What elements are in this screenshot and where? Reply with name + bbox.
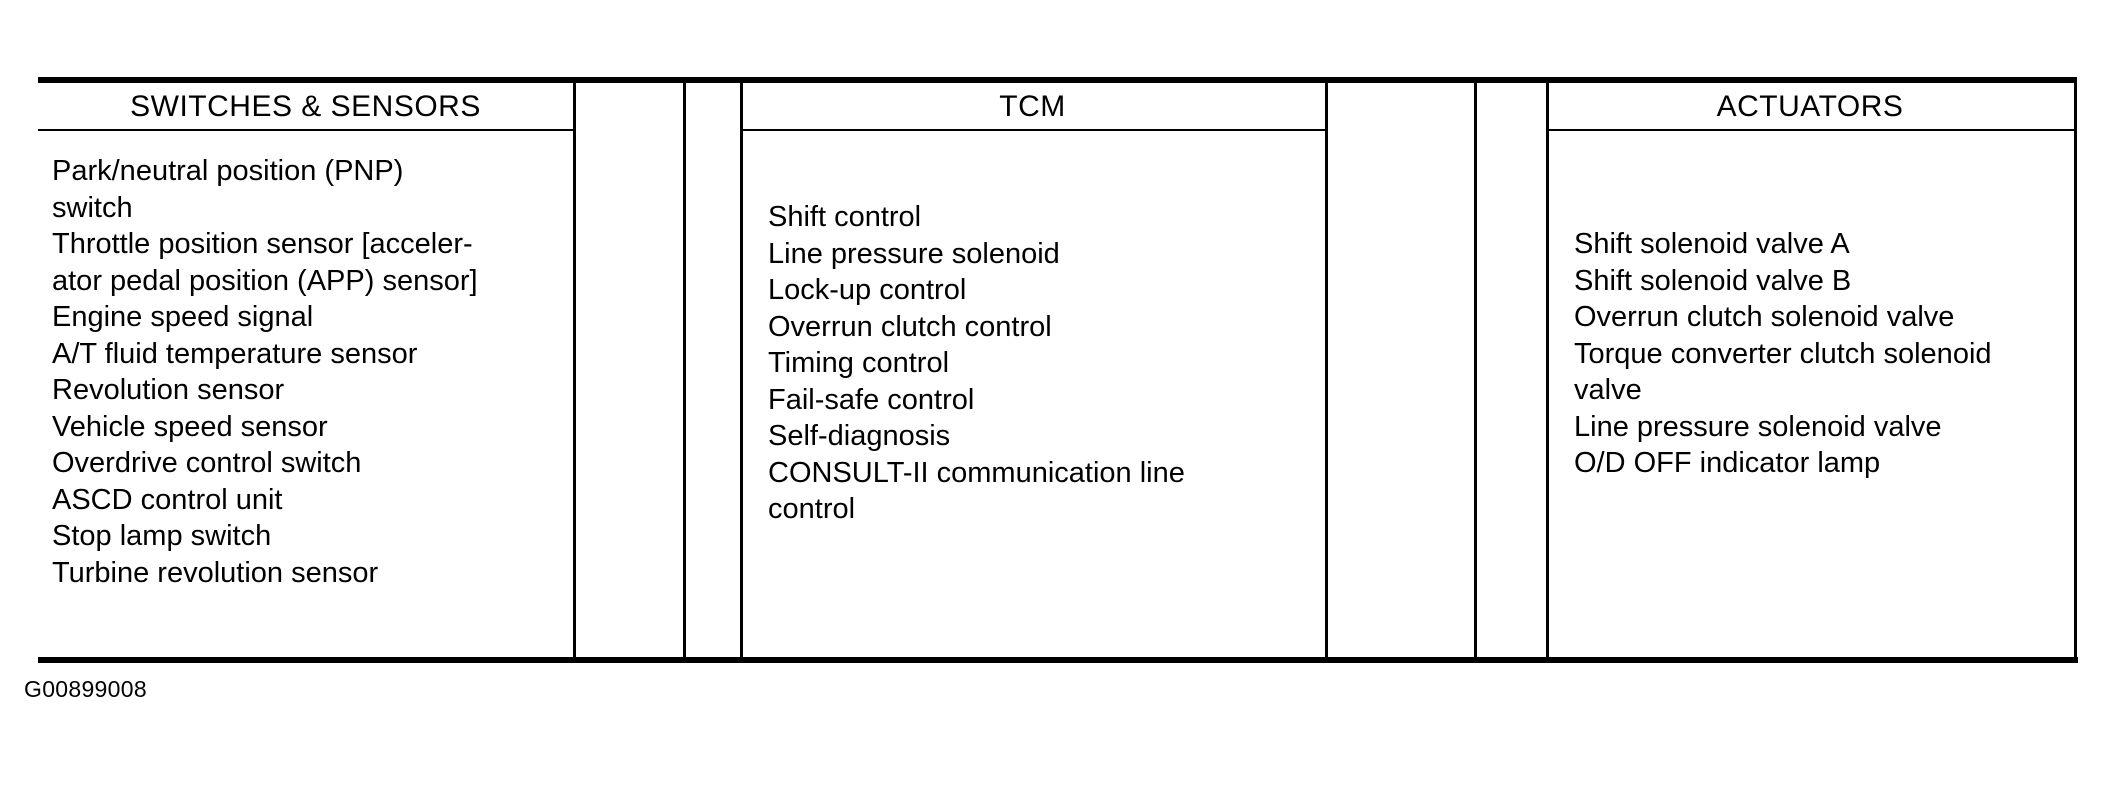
divider-gap2-right (1474, 83, 1477, 658)
list-item: ASCD control unit (52, 483, 283, 516)
list-item: Turbine revolution sensor (52, 556, 379, 589)
list-item: Fail-safe control (768, 383, 975, 416)
column-actuators: ACTUATORS Shift solenoid valve A Shift s… (1546, 83, 2074, 658)
list-item: Vehicle speed sensor (52, 410, 328, 443)
list-item: Lock-up control (768, 274, 967, 306)
list-item: Line pressure solenoid valve (1574, 410, 1942, 443)
list-item: Self-diagnosis (768, 420, 951, 452)
list-item: Torque converter clutch solenoid valve (1574, 337, 1992, 407)
divider-switches-right (573, 83, 576, 658)
divider-actuators-right (2074, 83, 2077, 658)
bottom-rule (38, 657, 2078, 663)
top-rule (38, 77, 2077, 83)
list-item: Timing control (768, 347, 950, 379)
column-header-tcm: TCM (740, 83, 1325, 131)
list-item: Overdrive control switch (52, 447, 362, 479)
list-item: Shift solenoid valve A (1574, 228, 1850, 260)
column-header-switches-sensors: SWITCHES & SENSORS (38, 83, 573, 131)
list-item: CONSULT-II communication line control (768, 456, 1185, 526)
column-body-actuators: Shift solenoid valve A Shift solenoid va… (1546, 131, 2074, 482)
divider-tcm-right (1325, 83, 1328, 658)
divider-gap1-right (683, 83, 686, 658)
list-item: Shift control (768, 201, 922, 233)
list-item: Shift solenoid valve B (1574, 264, 1852, 297)
list-item: O/D OFF indicator lamp (1574, 447, 1881, 479)
list-item: A/T fluid temperature sensor (52, 337, 418, 370)
column-body-tcm: Shift control Line pressure solenoid Loc… (740, 131, 1325, 528)
list-item: Engine speed signal (52, 301, 314, 333)
list-item: Overrun clutch control (768, 310, 1052, 343)
list-item: Throttle position sensor [acceler- ator … (52, 228, 478, 297)
list-item: Overrun clutch solenoid valve (1574, 301, 1955, 333)
figure-caption: G00899008 (24, 676, 147, 702)
column-body-switches-sensors: Park/neutral position (PNP) switch Throt… (38, 131, 573, 591)
column-switches-sensors: SWITCHES & SENSORS Park/neutral position… (38, 83, 573, 658)
list-item: Stop lamp switch (52, 520, 272, 552)
column-header-actuators: ACTUATORS (1546, 83, 2074, 131)
list-item: Line pressure solenoid (768, 237, 1060, 270)
column-tcm: TCM Shift control Line pressure solenoid… (740, 83, 1325, 658)
list-item: Revolution sensor (52, 374, 285, 406)
list-item: Park/neutral position (PNP) switch (52, 155, 404, 224)
